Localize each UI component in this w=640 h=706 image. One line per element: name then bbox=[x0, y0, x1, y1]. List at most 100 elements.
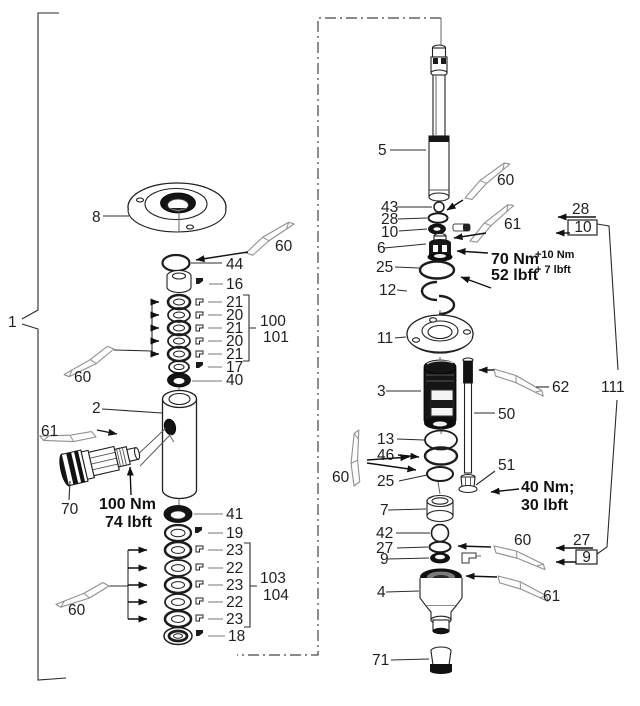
label-101: 101 bbox=[263, 329, 289, 346]
label-44: 44 bbox=[226, 256, 244, 273]
label-tool-61: 61 bbox=[41, 423, 58, 440]
washer-41: 41 bbox=[163, 505, 243, 523]
label-41: 41 bbox=[226, 506, 243, 523]
seal-21b: 21 bbox=[166, 319, 243, 337]
label-tool-60: 60 bbox=[68, 602, 86, 619]
label-111: 111 bbox=[601, 379, 625, 396]
tool-60-midleft: 60 bbox=[59, 343, 118, 386]
bracket-103-104: 103 104 bbox=[244, 542, 289, 628]
seal-17: 17 bbox=[168, 359, 243, 376]
label-19: 19 bbox=[226, 525, 243, 542]
label-assembly-1: 1 bbox=[8, 314, 17, 331]
seal-18: 18 bbox=[163, 626, 245, 646]
label-9: 9 bbox=[380, 551, 389, 568]
piston-rod-5: 5 bbox=[378, 44, 450, 202]
label-tool-60: 60 bbox=[74, 369, 92, 386]
label-2: 2 bbox=[92, 400, 101, 417]
oring-28: 28 bbox=[381, 211, 449, 228]
seal-22b: 22 bbox=[164, 593, 243, 611]
tool-60-topleft: 60 bbox=[195, 219, 299, 263]
label-21: 21 bbox=[226, 346, 243, 363]
seal-9: 9 bbox=[380, 551, 481, 568]
torque-bolt-lbft: 30 lbft bbox=[521, 497, 569, 514]
torque-gland-nm: 70 Nm bbox=[491, 251, 539, 268]
label-11: 11 bbox=[377, 330, 393, 347]
tool-60-topright: 60 bbox=[446, 160, 516, 211]
pick-tool-icon bbox=[490, 361, 546, 405]
label-23: 23 bbox=[226, 577, 243, 594]
label-tool-60: 60 bbox=[514, 532, 532, 549]
circlip-43: 43 bbox=[381, 199, 445, 216]
label-27: 27 bbox=[376, 540, 393, 557]
tool-60-mid: 60 bbox=[332, 428, 417, 488]
label-tool-60: 60 bbox=[275, 238, 293, 255]
label-51: 51 bbox=[498, 457, 515, 474]
lower-stack-arrows bbox=[109, 546, 148, 623]
label-17: 17 bbox=[226, 359, 243, 376]
torque-gland-nm-tol: +10 Nm bbox=[535, 249, 575, 261]
label-5: 5 bbox=[378, 142, 387, 159]
upper-seal-stack: 16 21 20 21 20 21 bbox=[113, 269, 289, 389]
label-25: 25 bbox=[377, 473, 394, 490]
label-16: 16 bbox=[226, 276, 243, 293]
seal-19: 19 bbox=[163, 523, 243, 543]
callout-111: 111 bbox=[596, 379, 625, 555]
callout-28-10: 28 10 bbox=[555, 201, 619, 371]
seal-23b: 23 bbox=[163, 575, 243, 595]
label-18: 18 bbox=[228, 628, 245, 645]
torque-gland-lbft-tol: + 7 lbft bbox=[535, 264, 571, 276]
label-42: 42 bbox=[376, 525, 393, 542]
plug-70: 70 bbox=[59, 445, 141, 518]
label-23: 23 bbox=[226, 542, 243, 559]
piston-3: 3 bbox=[377, 357, 457, 430]
label-13: 13 bbox=[377, 431, 394, 448]
tool-60-bottomright: 60 bbox=[457, 532, 548, 579]
label-43: 43 bbox=[381, 199, 398, 216]
label-21: 21 bbox=[226, 294, 243, 311]
oring-27: 27 bbox=[376, 540, 452, 557]
label-28-callout: 28 bbox=[572, 201, 589, 218]
label-flange-8: 8 bbox=[92, 209, 101, 226]
tool-60-bottomleft: 60 bbox=[53, 580, 112, 619]
plug-71: 71 bbox=[372, 646, 452, 674]
label-tool-60: 60 bbox=[332, 469, 350, 486]
label-23: 23 bbox=[226, 611, 243, 628]
label-9-callout: 9 bbox=[582, 549, 591, 566]
torque-plug: 100 Nm 74 lbft bbox=[99, 466, 156, 531]
boundary-dashdot bbox=[237, 17, 442, 656]
label-70: 70 bbox=[61, 501, 79, 518]
label-21: 21 bbox=[226, 320, 243, 337]
seal-40: 40 bbox=[167, 372, 244, 389]
tool-62: 62 bbox=[478, 361, 569, 405]
label-3: 3 bbox=[377, 383, 386, 400]
label-100: 100 bbox=[260, 313, 286, 330]
seal-10: 10 bbox=[381, 223, 471, 241]
label-10: 10 bbox=[381, 224, 399, 241]
torque-gland-lbft: 52 lbft bbox=[491, 267, 539, 284]
lower-seal-stack: 41 19 23 22 23 22 23 bbox=[109, 505, 289, 646]
label-104: 104 bbox=[263, 587, 289, 604]
seal-23c: 23 bbox=[163, 609, 243, 629]
label-tool-62: 62 bbox=[552, 379, 569, 396]
callout-27-9: 27 9 bbox=[555, 532, 598, 566]
gland-nut-6: 6 bbox=[377, 232, 453, 262]
label-22: 22 bbox=[226, 560, 243, 577]
label-103: 103 bbox=[260, 570, 286, 587]
label-12: 12 bbox=[379, 282, 396, 299]
label-40: 40 bbox=[226, 372, 244, 389]
flange-11: 11 bbox=[377, 310, 474, 354]
tool-61-topright: 61 bbox=[453, 201, 521, 246]
bolt-51: 51 bbox=[458, 457, 515, 494]
label-25: 25 bbox=[376, 259, 393, 276]
tool-61-bottomright: 61 bbox=[465, 568, 560, 610]
label-tool-61: 61 bbox=[543, 588, 560, 605]
bushing-16: 16 bbox=[166, 269, 243, 294]
pick-tool-icon bbox=[345, 428, 369, 488]
ring-13: 13 bbox=[377, 428, 458, 451]
seal-20a: 20 bbox=[167, 307, 244, 324]
oring-25-lower: 25 bbox=[377, 466, 454, 490]
label-20: 20 bbox=[226, 333, 244, 350]
label-20: 20 bbox=[226, 307, 244, 324]
